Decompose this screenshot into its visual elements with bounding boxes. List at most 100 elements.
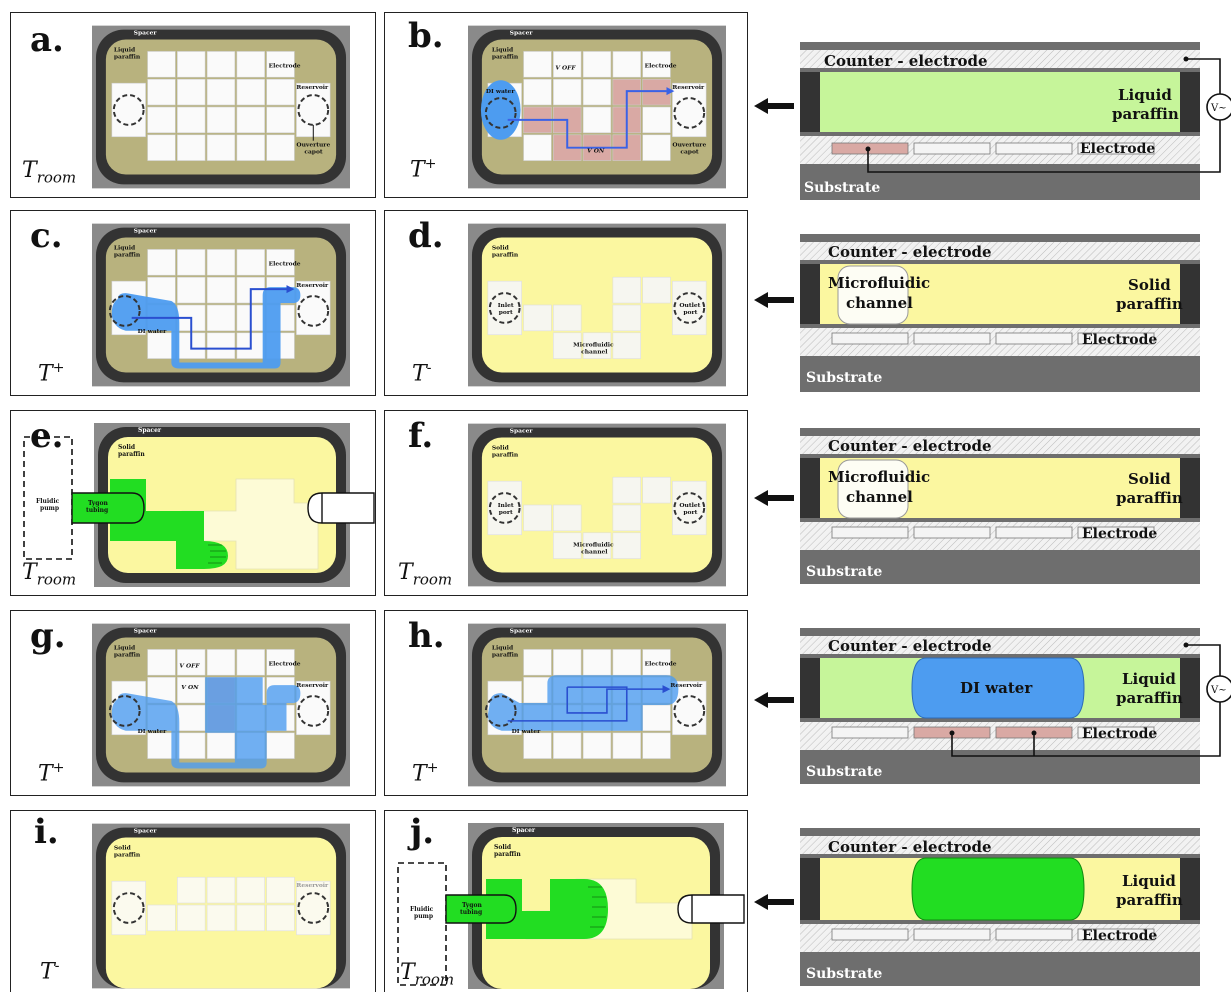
electrode-pad <box>831 526 909 539</box>
panel-h-chip: Spacer Liquid paraffin Electrode Reservo… <box>468 623 726 787</box>
spacer-label: Spacer <box>134 628 158 635</box>
channel-pads <box>111 876 331 936</box>
voltage-wire-return <box>951 702 1221 757</box>
panel-d-chip: Solid paraffin Inlet port Outlet port Mi… <box>468 223 726 387</box>
fill-label-2: paraffin <box>1116 689 1183 707</box>
electrode-label: Electrode <box>1082 726 1157 742</box>
channel-label-1: Microfluidic <box>828 468 930 486</box>
inlet-label-1: Inlet <box>498 302 514 309</box>
counter-electrode-label: Counter - electrode <box>828 637 992 655</box>
paraffin-label-1: Liquid <box>114 46 136 53</box>
electrode-pad <box>995 142 1073 155</box>
left-spacer <box>800 858 820 920</box>
inlet-dashed-circle <box>484 695 517 727</box>
reservoir-label: Reservoir <box>296 84 329 91</box>
substrate-label: Substrate <box>806 764 882 780</box>
spacer-label: Spacer <box>134 228 158 235</box>
outlet-label-2: port <box>683 309 697 316</box>
electrode-label: Electrode <box>269 260 301 267</box>
right-spacer <box>1180 264 1200 324</box>
arrow-left-icon <box>754 98 794 114</box>
paraffin-label-2: paraffin <box>492 651 519 658</box>
pump-label-1: Fluidic <box>410 906 434 913</box>
inlet-dashed-circle <box>488 492 521 524</box>
panel-a-chip: Spacer Liquid paraffin Electrode Reservo… <box>92 25 350 189</box>
fluidic-pump-box <box>397 862 447 986</box>
droplet-label: DI water <box>960 679 1033 697</box>
counter-electrode-label: Counter - electrode <box>828 437 992 455</box>
panel-b-letter: b. <box>408 16 444 56</box>
electrode-pad <box>913 142 991 155</box>
voff-label: V OFF <box>179 662 200 669</box>
electrode-label: Electrode <box>645 62 677 69</box>
cap-label-1: Ouverture <box>296 142 330 149</box>
fill-label-1: Liquid <box>1122 670 1176 688</box>
spacer-label: Spacer <box>512 827 536 834</box>
outlet-label-1: Outlet <box>679 502 700 509</box>
channel-label-2: channel <box>581 349 608 356</box>
spacer-label: Spacer <box>134 828 158 835</box>
spacer-label: Spacer <box>138 427 162 434</box>
panel-c-temperature: T+ <box>38 360 65 387</box>
paraffin-label-2: paraffin <box>114 53 141 60</box>
meniscus-hatch <box>208 544 226 564</box>
outlet-label-2: port <box>683 509 697 516</box>
transport-path-arrow <box>507 90 667 149</box>
arrow-left-icon <box>754 292 794 308</box>
paraffin-label-2: paraffin <box>118 451 145 458</box>
electrode-label: Electrode <box>269 62 301 69</box>
panel-h-letter: h. <box>408 616 445 656</box>
tygon-label-1: Tygon <box>462 902 482 909</box>
electrode-grid <box>111 51 331 161</box>
counter-electrode-layer <box>800 636 1200 654</box>
electrode-pad <box>913 526 991 539</box>
substrate-label: Substrate <box>806 370 882 386</box>
channel-label-2: channel <box>846 488 913 506</box>
electrode-pad <box>995 928 1073 941</box>
spacer-label: Spacer <box>510 628 534 635</box>
cap-label-2: capot <box>304 149 323 156</box>
right-spacer <box>1180 458 1200 518</box>
right-spacer <box>1180 658 1200 718</box>
panel-j-chip: Spacer Solid paraffin Fluidic pump Tygon… <box>397 823 745 989</box>
reservoir-label: Reservoir <box>670 682 703 689</box>
chip-solid-paraffin <box>481 437 713 573</box>
counter-electrode-layer <box>800 836 1200 854</box>
electrode-label: Electrode <box>1082 526 1157 542</box>
inlet-dashed-circle <box>112 892 145 924</box>
outlet-dashed-circle <box>673 292 706 324</box>
inlet-label-2: port <box>499 509 513 516</box>
paraffin-label-1: Solid <box>492 244 510 251</box>
channel-label-2: channel <box>846 294 913 312</box>
paraffin-label-2: paraffin <box>114 251 141 258</box>
paraffin-label-2: paraffin <box>114 851 141 858</box>
inlet-dashed-circle <box>108 695 141 727</box>
di-water-droplet <box>911 657 1085 719</box>
fill-layer <box>800 72 1200 132</box>
panel-e-temperature: Troom <box>22 560 77 589</box>
inlet-dashed-circle <box>484 97 517 129</box>
panel-d-letter: d. <box>408 216 444 256</box>
channel-label-2: channel <box>581 549 608 556</box>
electrode-pad-labeled <box>1077 526 1155 539</box>
pump-label-2: pump <box>40 505 59 512</box>
panel-i-letter: i. <box>34 812 59 852</box>
panel-e-letter: e. <box>30 416 64 456</box>
paraffin-label-1: Solid <box>494 844 512 851</box>
inlet-dashed-circle <box>108 295 141 327</box>
arrow-left-icon <box>754 692 794 708</box>
outlet-tubing <box>307 492 375 524</box>
pad-contact-dot <box>865 146 871 152</box>
paraffin-label-1: Liquid <box>492 644 514 651</box>
right-spacer <box>1180 858 1200 920</box>
von-label: V ON <box>587 148 605 155</box>
electrode-label: Electrode <box>1080 141 1155 157</box>
reservoir-label: Reservoir <box>296 882 329 889</box>
von-label: V ON <box>181 684 199 691</box>
di-water-label: DI water <box>486 88 515 95</box>
electrode-label: Electrode <box>645 660 677 667</box>
cross-section-5: Counter - electrode Liquid paraffin Elec… <box>800 828 1200 986</box>
paraffin-label-2: paraffin <box>492 53 519 60</box>
panel-i-chip: Spacer Solid paraffin Reservoir <box>92 823 350 989</box>
arrow-left-icon <box>754 490 794 506</box>
